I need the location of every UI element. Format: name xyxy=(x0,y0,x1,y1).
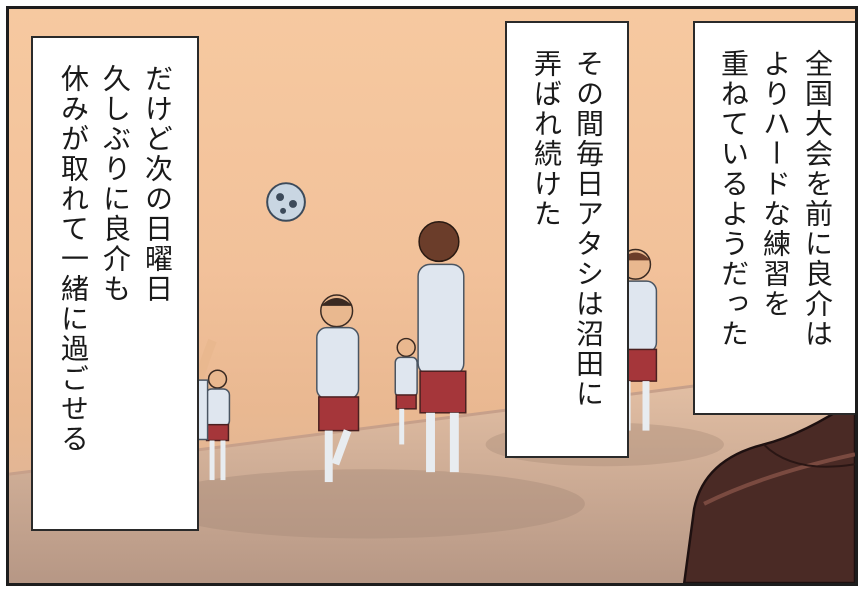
caption-line: 弄ばれ続けた xyxy=(530,49,563,229)
caption-line: よりハードな練習を xyxy=(759,49,792,319)
player-figure xyxy=(204,369,231,481)
caption-box-left: だけど次の日曜日 久しぶりに良介も 休みが取れて一緒に過ごせる xyxy=(31,36,199,531)
caption-line: その間毎日アタシは沼田に xyxy=(572,49,605,409)
caption-line: 久しぶりに良介も xyxy=(99,64,132,304)
soccer-ball-icon xyxy=(266,182,306,222)
player-figure xyxy=(417,221,467,473)
caption-box-middle: その間毎日アタシは沼田に 弄ばれ続けた xyxy=(505,21,629,458)
loafer-shoe-icon xyxy=(682,398,855,583)
caption-line: 休みが取れて一緒に過ごせる xyxy=(57,64,90,454)
caption-line: 重ねているようだった xyxy=(717,49,750,349)
player-figure xyxy=(316,294,360,483)
caption-line: だけど次の日曜日 xyxy=(141,64,174,304)
floor-shadow xyxy=(148,469,585,539)
caption-box-right: 全国大会を前に良介は よりハードな練習を 重ねているようだった xyxy=(693,21,855,415)
manga-panel: 全国大会を前に良介は よりハードな練習を 重ねているようだった その間毎日アタシ… xyxy=(6,6,858,586)
caption-line: 全国大会を前に良介は xyxy=(801,49,834,349)
player-figure xyxy=(394,337,418,445)
